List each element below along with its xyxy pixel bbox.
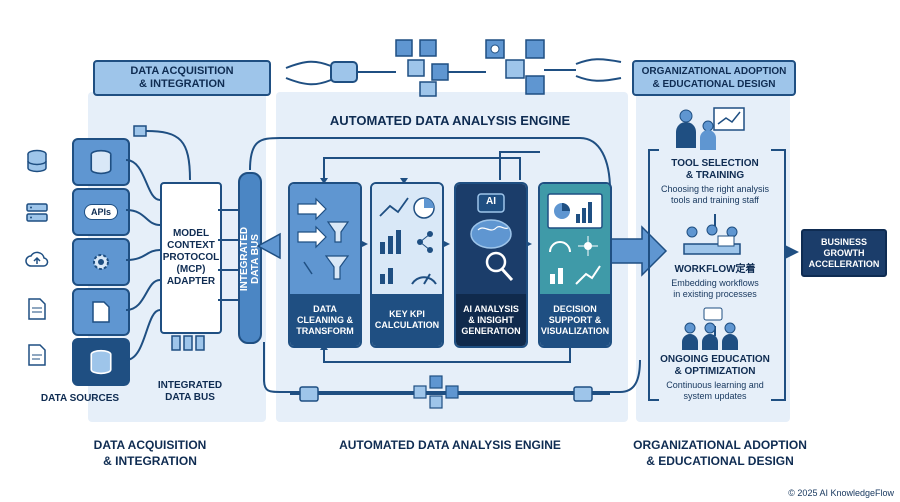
cloud-upload-icon (24, 246, 50, 272)
file-icon (24, 342, 50, 368)
decision-illustration (540, 184, 610, 294)
card-label: DECISION SUPPORT & VISUALIZATION (540, 294, 610, 346)
card-data-cleaning: DATA CLEANING & TRANSFORM (288, 182, 362, 348)
education-group-icon (682, 307, 738, 350)
org-step-desc: Embedding workflows in existing processe… (671, 278, 759, 299)
gear-icon (93, 254, 109, 270)
org-flow-lines (648, 149, 799, 401)
data-sources-label: DATA SOURCES (40, 393, 120, 404)
card-label: AI ANALYSIS & INSIGHT GENERATION (456, 294, 526, 346)
training-people-icon (676, 107, 745, 150)
engine-title-top: AUTOMATED DATA ANALYSIS ENGINE (329, 113, 571, 128)
kpi-charts-icon (379, 197, 437, 285)
stack-settings-block (72, 238, 130, 286)
org-step-title: ONGOING EDUCATION & OPTIMIZATION (660, 354, 770, 377)
engine-output-arrow (608, 225, 668, 277)
cube-cluster-icon (395, 39, 449, 97)
mcp-adapter: MODEL CONTEXT PROTOCOL (MCP) ADAPTER (160, 182, 222, 334)
business-growth-label: BUSINESS GROWTH ACCELERATION (808, 236, 880, 269)
ai-brain-icon (470, 193, 514, 282)
acquisition-header: DATA ACQUISITION & INTEGRATION (93, 60, 271, 96)
integrated-data-bus-bottom-label: INTEGRATED DATA BUS (157, 380, 223, 403)
source-cables (126, 159, 161, 361)
funnel-arrows-icon (297, 197, 350, 280)
database-icon (90, 149, 112, 175)
document-icon (92, 301, 110, 323)
bottom-network-graphic (290, 375, 610, 409)
organizational-header: ORGANIZATIONAL ADOPTION & EDUCATIONAL DE… (632, 60, 796, 96)
stack-apis-block: APIs (72, 188, 130, 236)
bottom-title-engine: AUTOMATED DATA ANALYSIS ENGINE (339, 438, 561, 452)
card-label: DATA CLEANING & TRANSFORM (290, 294, 360, 346)
mcp-to-bus-cables (218, 209, 240, 301)
storage-icon (90, 349, 112, 375)
engine-flow-lines (249, 137, 641, 393)
business-growth-box: BUSINESS GROWTH ACCELERATION (801, 229, 887, 277)
card-kpi-calculation: KEY KPI CALCULATION (370, 182, 444, 348)
card-decision-support: DECISION SUPPORT & VISUALIZATION (538, 182, 612, 348)
document-icon (24, 296, 50, 322)
stack-document-block (72, 288, 130, 336)
server-icon (24, 200, 50, 226)
integrated-data-bus (238, 172, 262, 344)
card-label: KEY KPI CALCULATION (372, 294, 442, 346)
mcp-adapter-label: MODEL CONTEXT PROTOCOL (MCP) ADAPTER (162, 228, 220, 287)
workflow-team-icon (683, 224, 741, 255)
bottom-title-acquisition: DATA ACQUISITION & INTEGRATION (93, 438, 207, 468)
card-ai-analysis: AI AI ANALYSIS & INSIGHT GENERATION (454, 182, 528, 348)
dashboard-icon (547, 193, 603, 285)
plug-connectors (171, 335, 205, 351)
usb-cable-icon (133, 125, 191, 181)
top-network-graphic (285, 39, 622, 97)
data-cleaning-illustration (290, 184, 360, 294)
org-step-desc: Choosing the right analysis tools and tr… (660, 184, 770, 205)
org-step-title: WORKFLOW定着 (674, 264, 756, 275)
stack-storage-block (72, 338, 130, 386)
database-icon (24, 148, 50, 174)
org-step-desc: Continuous learning and system updates (666, 380, 764, 401)
ai-badge: AI (486, 196, 496, 207)
kpi-illustration (372, 184, 442, 294)
copyright-footer: © 2025 AI KnowledgeFlow (788, 488, 894, 498)
gear-cube-icon (485, 39, 545, 95)
cube-cluster-icon (413, 375, 459, 409)
apis-cloud: APIs (83, 204, 118, 220)
org-step-title: TOOL SELECTION & TRAINING (671, 158, 759, 181)
bottom-title-organizational: ORGANIZATIONAL ADOPTION & EDUCATIONAL DE… (633, 438, 807, 468)
stack-database-block (72, 138, 130, 186)
ai-illustration: AI (456, 184, 526, 294)
